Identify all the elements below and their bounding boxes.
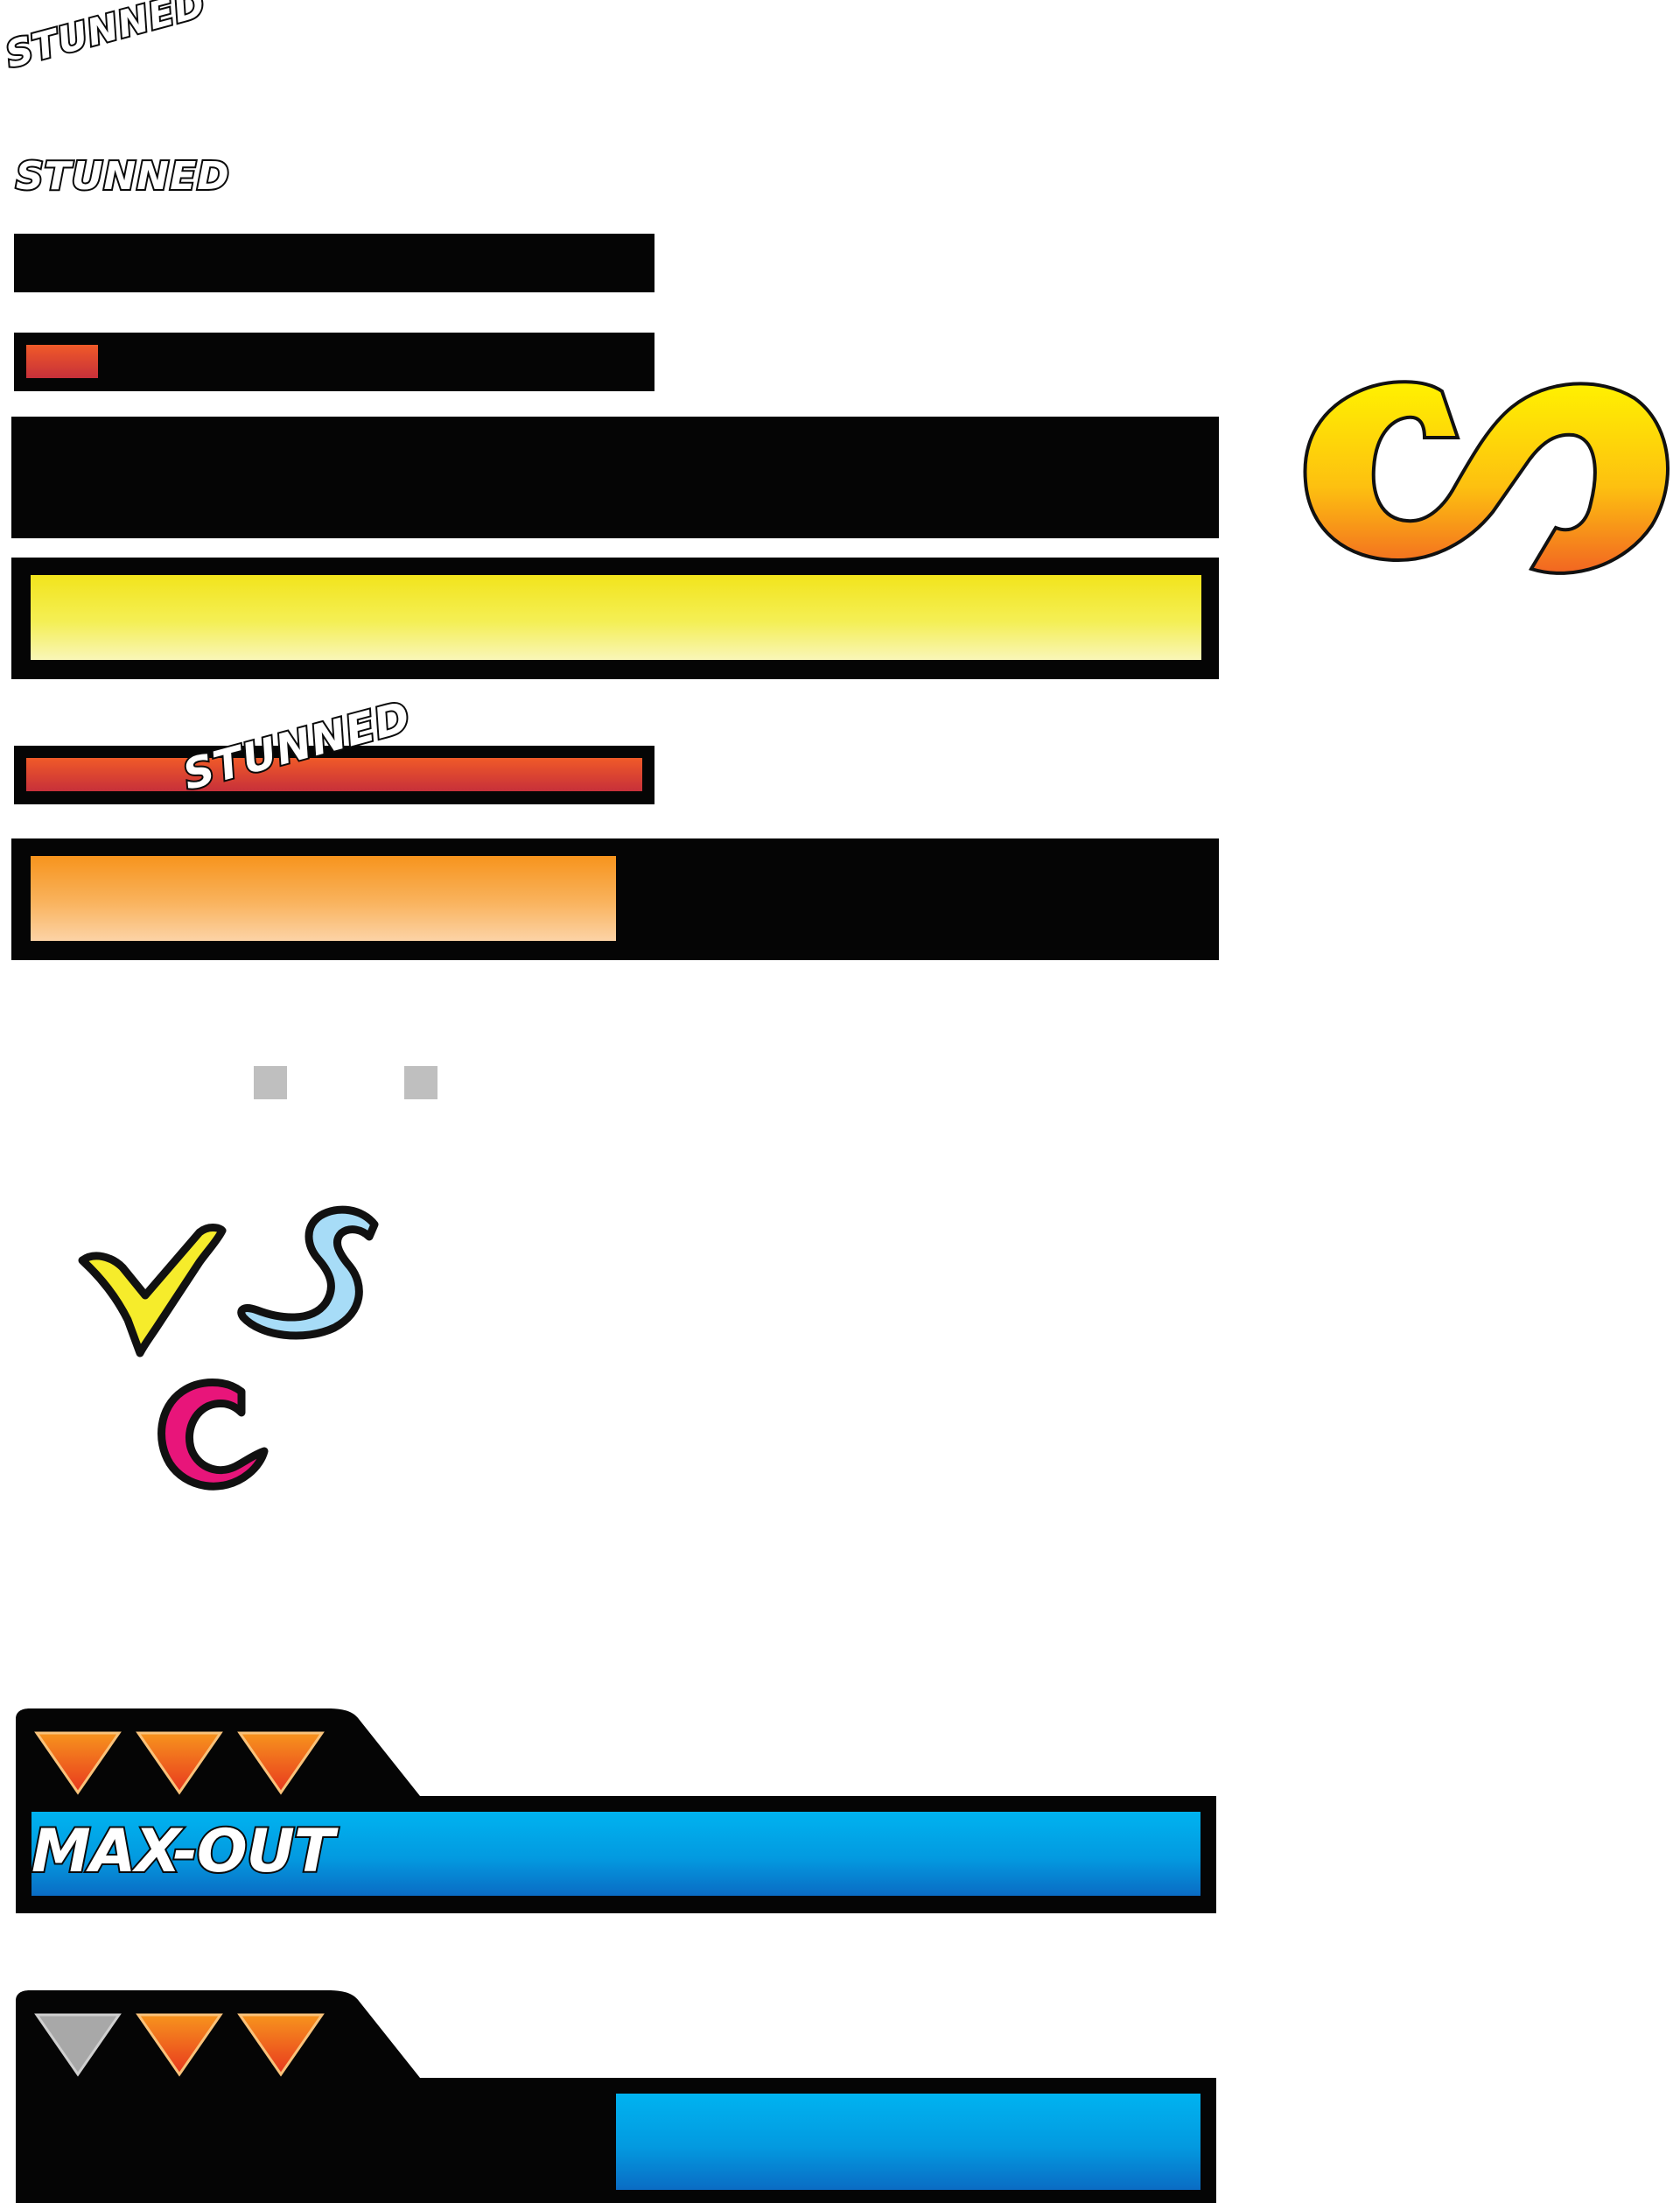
v-brush-icon xyxy=(78,1224,227,1358)
orange-triangle-icon xyxy=(237,2013,325,2077)
maxout-label: MAX-OUT xyxy=(30,1815,336,1888)
large-bar-empty xyxy=(11,417,1219,538)
stunned-label-tilted: STUNNED xyxy=(0,0,212,78)
maxout-meter-bottom xyxy=(12,1989,1220,2203)
cs-logo-icon xyxy=(1303,380,1670,575)
small-health-bar-empty xyxy=(14,234,654,292)
orange-triangle-icon xyxy=(237,1731,325,1795)
orange-triangle-icon xyxy=(136,2013,223,2077)
maxout-meter-top-fill xyxy=(32,1812,1200,1896)
s-brush-icon xyxy=(237,1205,379,1340)
small-health-bar-full xyxy=(14,746,654,804)
placeholder-square-2 xyxy=(404,1066,438,1099)
orange-triangle-icon xyxy=(34,1731,122,1795)
placeholder-square-1 xyxy=(254,1066,287,1099)
large-bar-orange-fill xyxy=(31,856,616,941)
small-health-bar-low-fill xyxy=(26,345,98,378)
c-brush-icon xyxy=(158,1379,269,1491)
maxout-meter-bottom-fill xyxy=(616,2094,1200,2190)
small-health-bar-full-fill xyxy=(26,758,642,791)
large-bar-yellow-fill xyxy=(31,575,1201,660)
large-bar-yellow xyxy=(11,558,1219,679)
gray-triangle-icon xyxy=(34,2013,122,2077)
large-bar-orange xyxy=(11,838,1219,960)
small-health-bar-low xyxy=(14,333,654,391)
orange-triangle-icon xyxy=(136,1731,223,1795)
stunned-label-flat: STUNNED xyxy=(14,152,231,200)
maxout-meter-top: MAX-OUT xyxy=(12,1707,1220,1917)
